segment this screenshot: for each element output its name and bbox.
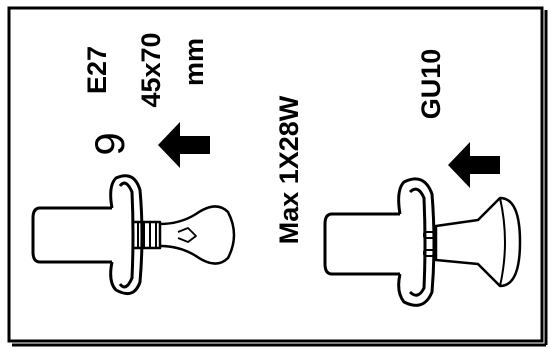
socket-gu10-label: GU10 (416, 49, 446, 120)
size-unit-label: mm (179, 38, 209, 86)
arrow-up-icon (158, 122, 210, 168)
socket-e27-label: E27 (82, 46, 112, 94)
arrow-up-icon (448, 142, 500, 188)
max-power-label: Max 1X28W (274, 95, 304, 244)
size-label: 45x70 (136, 32, 166, 107)
bulb-count: 9 (86, 132, 133, 155)
frame (7, 6, 548, 347)
lamp-holder-gu10-icon (323, 177, 522, 307)
lamp-holder-e27-icon (31, 174, 236, 296)
